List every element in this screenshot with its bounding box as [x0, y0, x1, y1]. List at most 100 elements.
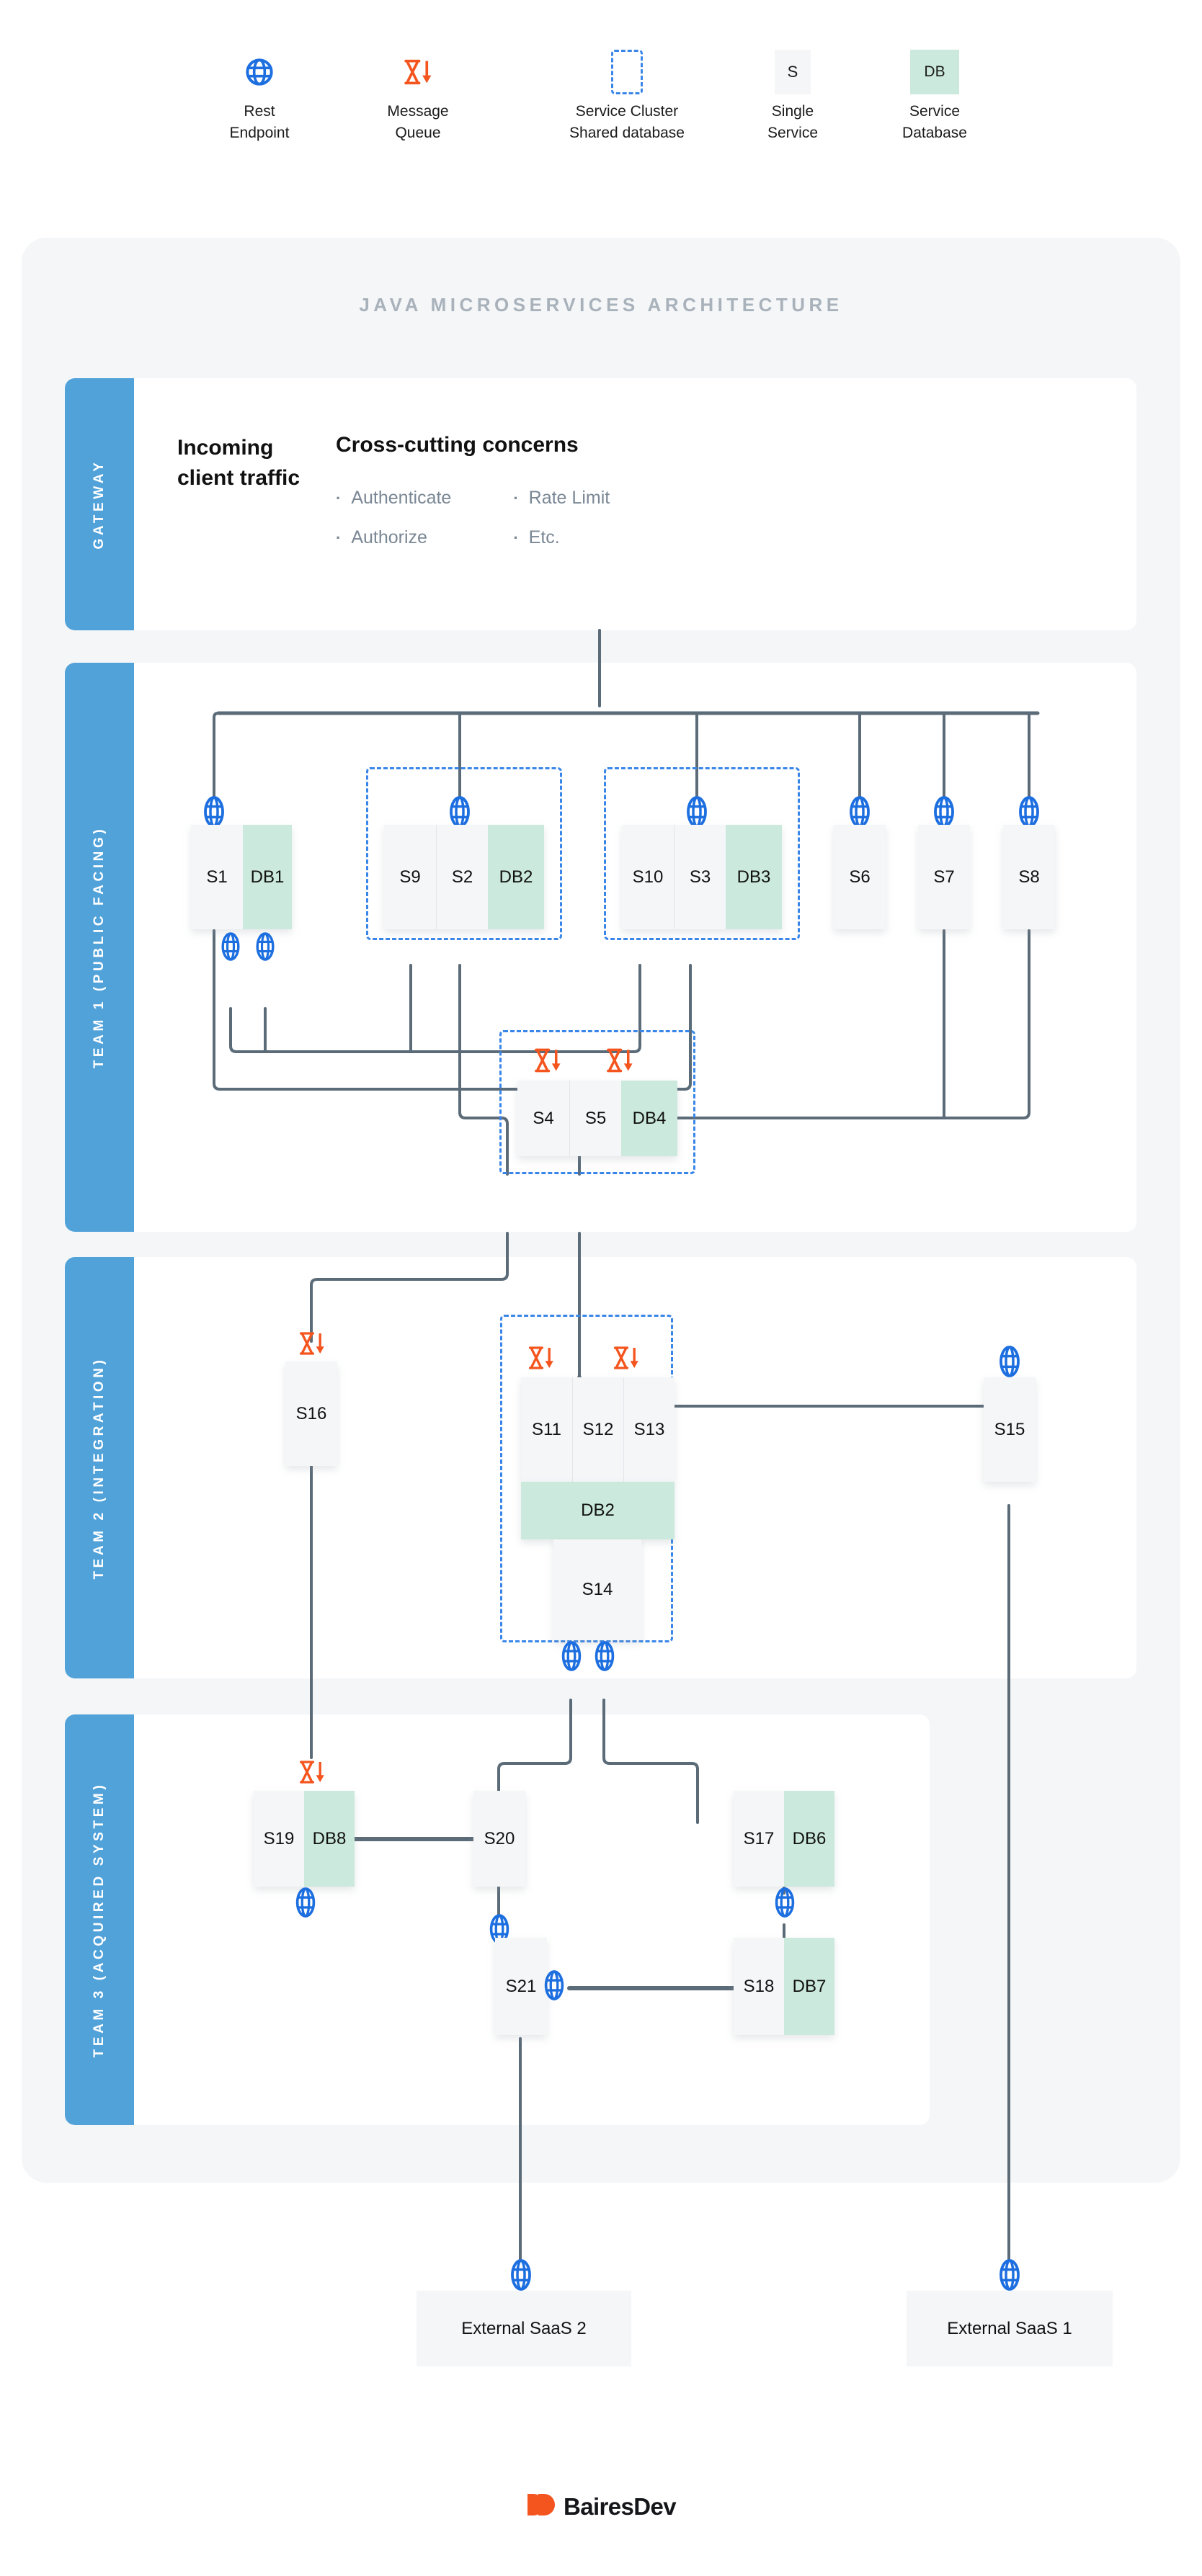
service-cell: S2: [436, 825, 488, 929]
service-cluster-a: [366, 767, 562, 940]
node-s8[interactable]: S8: [1003, 825, 1055, 929]
database-cell: DB1: [243, 825, 292, 929]
bullet-icon: ·: [513, 529, 519, 547]
band-gateway: GATEWAY Incoming client traffic Cross-cu…: [65, 378, 1136, 630]
concern-item: ·Authorize: [336, 527, 427, 547]
service-cell: S18: [734, 1938, 784, 2035]
message-queue-icon: [346, 43, 490, 101]
node-s18-db7[interactable]: S18 DB7: [734, 1938, 834, 2035]
database-cell: DB7: [784, 1938, 834, 2035]
node-cluster-c[interactable]: S4 S5 DB4: [517, 1081, 677, 1156]
service-cluster-dashed-icon: [526, 43, 728, 101]
cross-cutting-title: Cross-cutting concerns: [336, 433, 579, 457]
footer-logo: BairesDev: [0, 2492, 1202, 2521]
band-team3: TEAM 3 (ACQUIRED SYSTEM): [65, 1714, 930, 2125]
service-cell: S6: [834, 825, 886, 929]
globe-icon-s15: [995, 1346, 1024, 1381]
node-s19-db8[interactable]: S19 DB8: [254, 1791, 355, 1887]
node-s21[interactable]: S21: [495, 1938, 547, 2035]
service-cell: S19: [254, 1791, 304, 1887]
node-s11-s12-s13[interactable]: S11 S12 S13: [521, 1377, 675, 1482]
node-cluster-b[interactable]: S10 S3 DB3: [622, 825, 782, 929]
legend-label-line1: Service: [909, 103, 961, 120]
service-cell: S20: [473, 1791, 525, 1887]
gateway-heading: Incoming client traffic: [177, 436, 300, 490]
node-s16[interactable]: S16: [285, 1361, 337, 1466]
globe-icon-s1: [200, 796, 228, 831]
brand-name: BairesDev: [563, 2492, 677, 2520]
legend-item-service-database: DB Service Database: [863, 43, 1007, 144]
bullet-icon: ·: [513, 489, 519, 507]
service-cell: S4: [517, 1081, 569, 1156]
service-cell: S1: [191, 825, 243, 929]
queue-icon-s4: [532, 1046, 564, 1078]
queue-icon-s16: [297, 1329, 327, 1361]
concerns-column-right: ·Rate Limit ·Etc.: [513, 488, 610, 548]
database-cell: DB6: [784, 1791, 834, 1887]
node-cluster-a[interactable]: S9 S2 DB2: [384, 825, 544, 929]
service-cell: S14: [553, 1539, 641, 1640]
team3-panel: [134, 1714, 930, 2125]
service-database-glyph: DB: [910, 50, 959, 94]
service-cluster-c: [499, 1030, 695, 1174]
legend-item-rest-endpoint: Rest Endpoint: [187, 43, 331, 144]
node-s20[interactable]: S20: [473, 1791, 525, 1887]
queue-icon-s19: [297, 1758, 327, 1790]
single-service-icon: S: [721, 43, 865, 101]
node-s15[interactable]: S15: [984, 1377, 1036, 1482]
database-cell: DB4: [621, 1081, 677, 1156]
globe-icon-s14-out-a: [558, 1641, 585, 1675]
service-cell: S7: [918, 825, 970, 929]
node-external-saas-2[interactable]: External SaaS 2: [417, 2291, 631, 2366]
node-db2-shared[interactable]: DB2: [521, 1482, 675, 1539]
globe-icon-s21-out: [540, 1970, 568, 2004]
service-cell: S8: [1003, 825, 1055, 929]
legend-label-line2: Endpoint: [229, 125, 290, 141]
legend-label-line2: Shared database: [569, 125, 685, 141]
globe-icon-s14-out-b: [591, 1641, 618, 1675]
concerns-column-left: ·Authenticate ·Authorize: [336, 488, 451, 548]
database-cell: DB2: [488, 825, 544, 929]
concern-item: ·Etc.: [513, 527, 560, 547]
gateway-panel: Incoming client traffic Cross-cutting co…: [134, 378, 1136, 630]
bullet-icon: ·: [336, 489, 342, 507]
rest-endpoint-globe-icon: [187, 43, 331, 101]
database-cell: DB3: [726, 825, 782, 929]
service-cell: S5: [569, 1081, 621, 1156]
legend-label-line2: Queue: [395, 125, 441, 141]
legend-label-line2: Service: [767, 125, 819, 141]
service-cell: S10: [622, 825, 674, 929]
globe-icon-s1-out-b: [252, 931, 278, 965]
band-label-gateway: GATEWAY: [65, 378, 134, 630]
service-database-icon: DB: [863, 43, 1007, 101]
service-cell: S16: [285, 1361, 337, 1466]
concern-item: ·Rate Limit: [513, 488, 610, 508]
node-s6[interactable]: S6: [834, 825, 886, 929]
database-cell: DB8: [304, 1791, 355, 1887]
node-s17-db6[interactable]: S17 DB6: [734, 1791, 834, 1887]
single-service-glyph: S: [775, 50, 811, 94]
legend-item-single-service: S Single Service: [721, 43, 865, 144]
globe-icon-s17-out: [771, 1887, 798, 1921]
service-cell: S9: [384, 825, 436, 929]
legend-label-line1: Service Cluster: [575, 103, 679, 120]
band-label-team3: TEAM 3 (ACQUIRED SYSTEM): [65, 1714, 134, 2125]
bullet-icon: ·: [336, 529, 342, 547]
globe-icon-saas1: [995, 2259, 1024, 2294]
page-title: JAVA MICROSERVICES ARCHITECTURE: [359, 294, 843, 316]
legend-label-line1: Single: [771, 103, 814, 120]
node-external-saas-1[interactable]: External SaaS 1: [907, 2291, 1113, 2366]
node-s7[interactable]: S7: [918, 825, 970, 929]
service-cell: S21: [495, 1938, 547, 2035]
service-cell: S13: [623, 1377, 675, 1482]
node-s14[interactable]: S14: [553, 1539, 641, 1640]
service-cell: S3: [674, 825, 726, 929]
node-s1-db1[interactable]: S1 DB1: [191, 825, 292, 929]
service-cell: S12: [572, 1377, 623, 1482]
legend-label-line1: Message: [387, 103, 449, 120]
legend-label-line1: Rest: [244, 103, 275, 120]
globe-icon-s1-out-a: [218, 931, 244, 965]
queue-icon-s11: [526, 1343, 556, 1376]
concern-item: ·Authenticate: [336, 488, 452, 508]
